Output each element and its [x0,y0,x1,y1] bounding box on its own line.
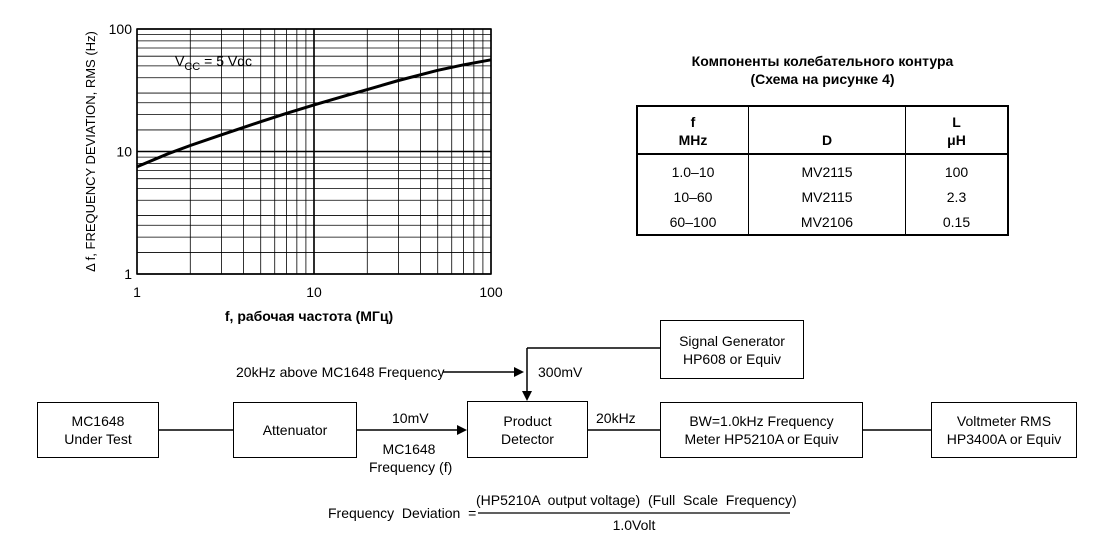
table-title-line2: (Схема на рисунке 4) [750,71,895,87]
formula-lhs: Frequency Deviation = [328,505,477,521]
vcc-v: V [175,53,185,69]
x-axis-label: f, рабочая частота (МГц) [225,308,393,324]
chart-grid [136,28,492,275]
arrow-down-detector [522,391,532,401]
plot-frame [136,28,492,275]
tick-labels: 1 10 100 1 10 100 [109,21,503,300]
col-d: D [748,106,906,155]
block-attenuator: Attenuator [233,402,357,458]
label-20khz: 20kHz [596,410,636,426]
x-tick-label: 10 [306,284,322,300]
table-title: Компоненты колебательного контура (Схема… [640,52,1005,88]
arrow-above-freq [514,367,524,377]
formula-denominator: 1.0Volt [612,517,656,533]
deviation-curve [136,58,492,169]
y-tick-label: 100 [109,21,133,37]
y-tick-label: 10 [116,144,132,160]
vcc-annotation: VCC = 5 Vdc [175,53,252,73]
label-above-freq: 20kHz above MC1648 Frequency [236,364,445,380]
x-tick-label: 100 [479,284,503,300]
label-300mv: 300mV [538,364,583,380]
diagram-wires [158,347,931,431]
vcc-sub: CC [184,61,200,73]
label-10mv: 10mV [392,410,429,426]
x-tick-label: 1 [133,284,141,300]
arrow-into-detector [457,425,467,435]
vcc-rest: = 5 Vdc [200,53,252,69]
y-tick-label: 1 [124,266,132,282]
table-title-line1: Компоненты колебательного контура [691,53,954,69]
diagram-arrows [457,367,532,435]
formula-numerator: (HP5210A output voltage) (Full Scale Fre… [476,492,797,508]
y-axis-label: Δ f, FREQUENCY DEVIATION, RMS (Hz) [83,31,98,272]
